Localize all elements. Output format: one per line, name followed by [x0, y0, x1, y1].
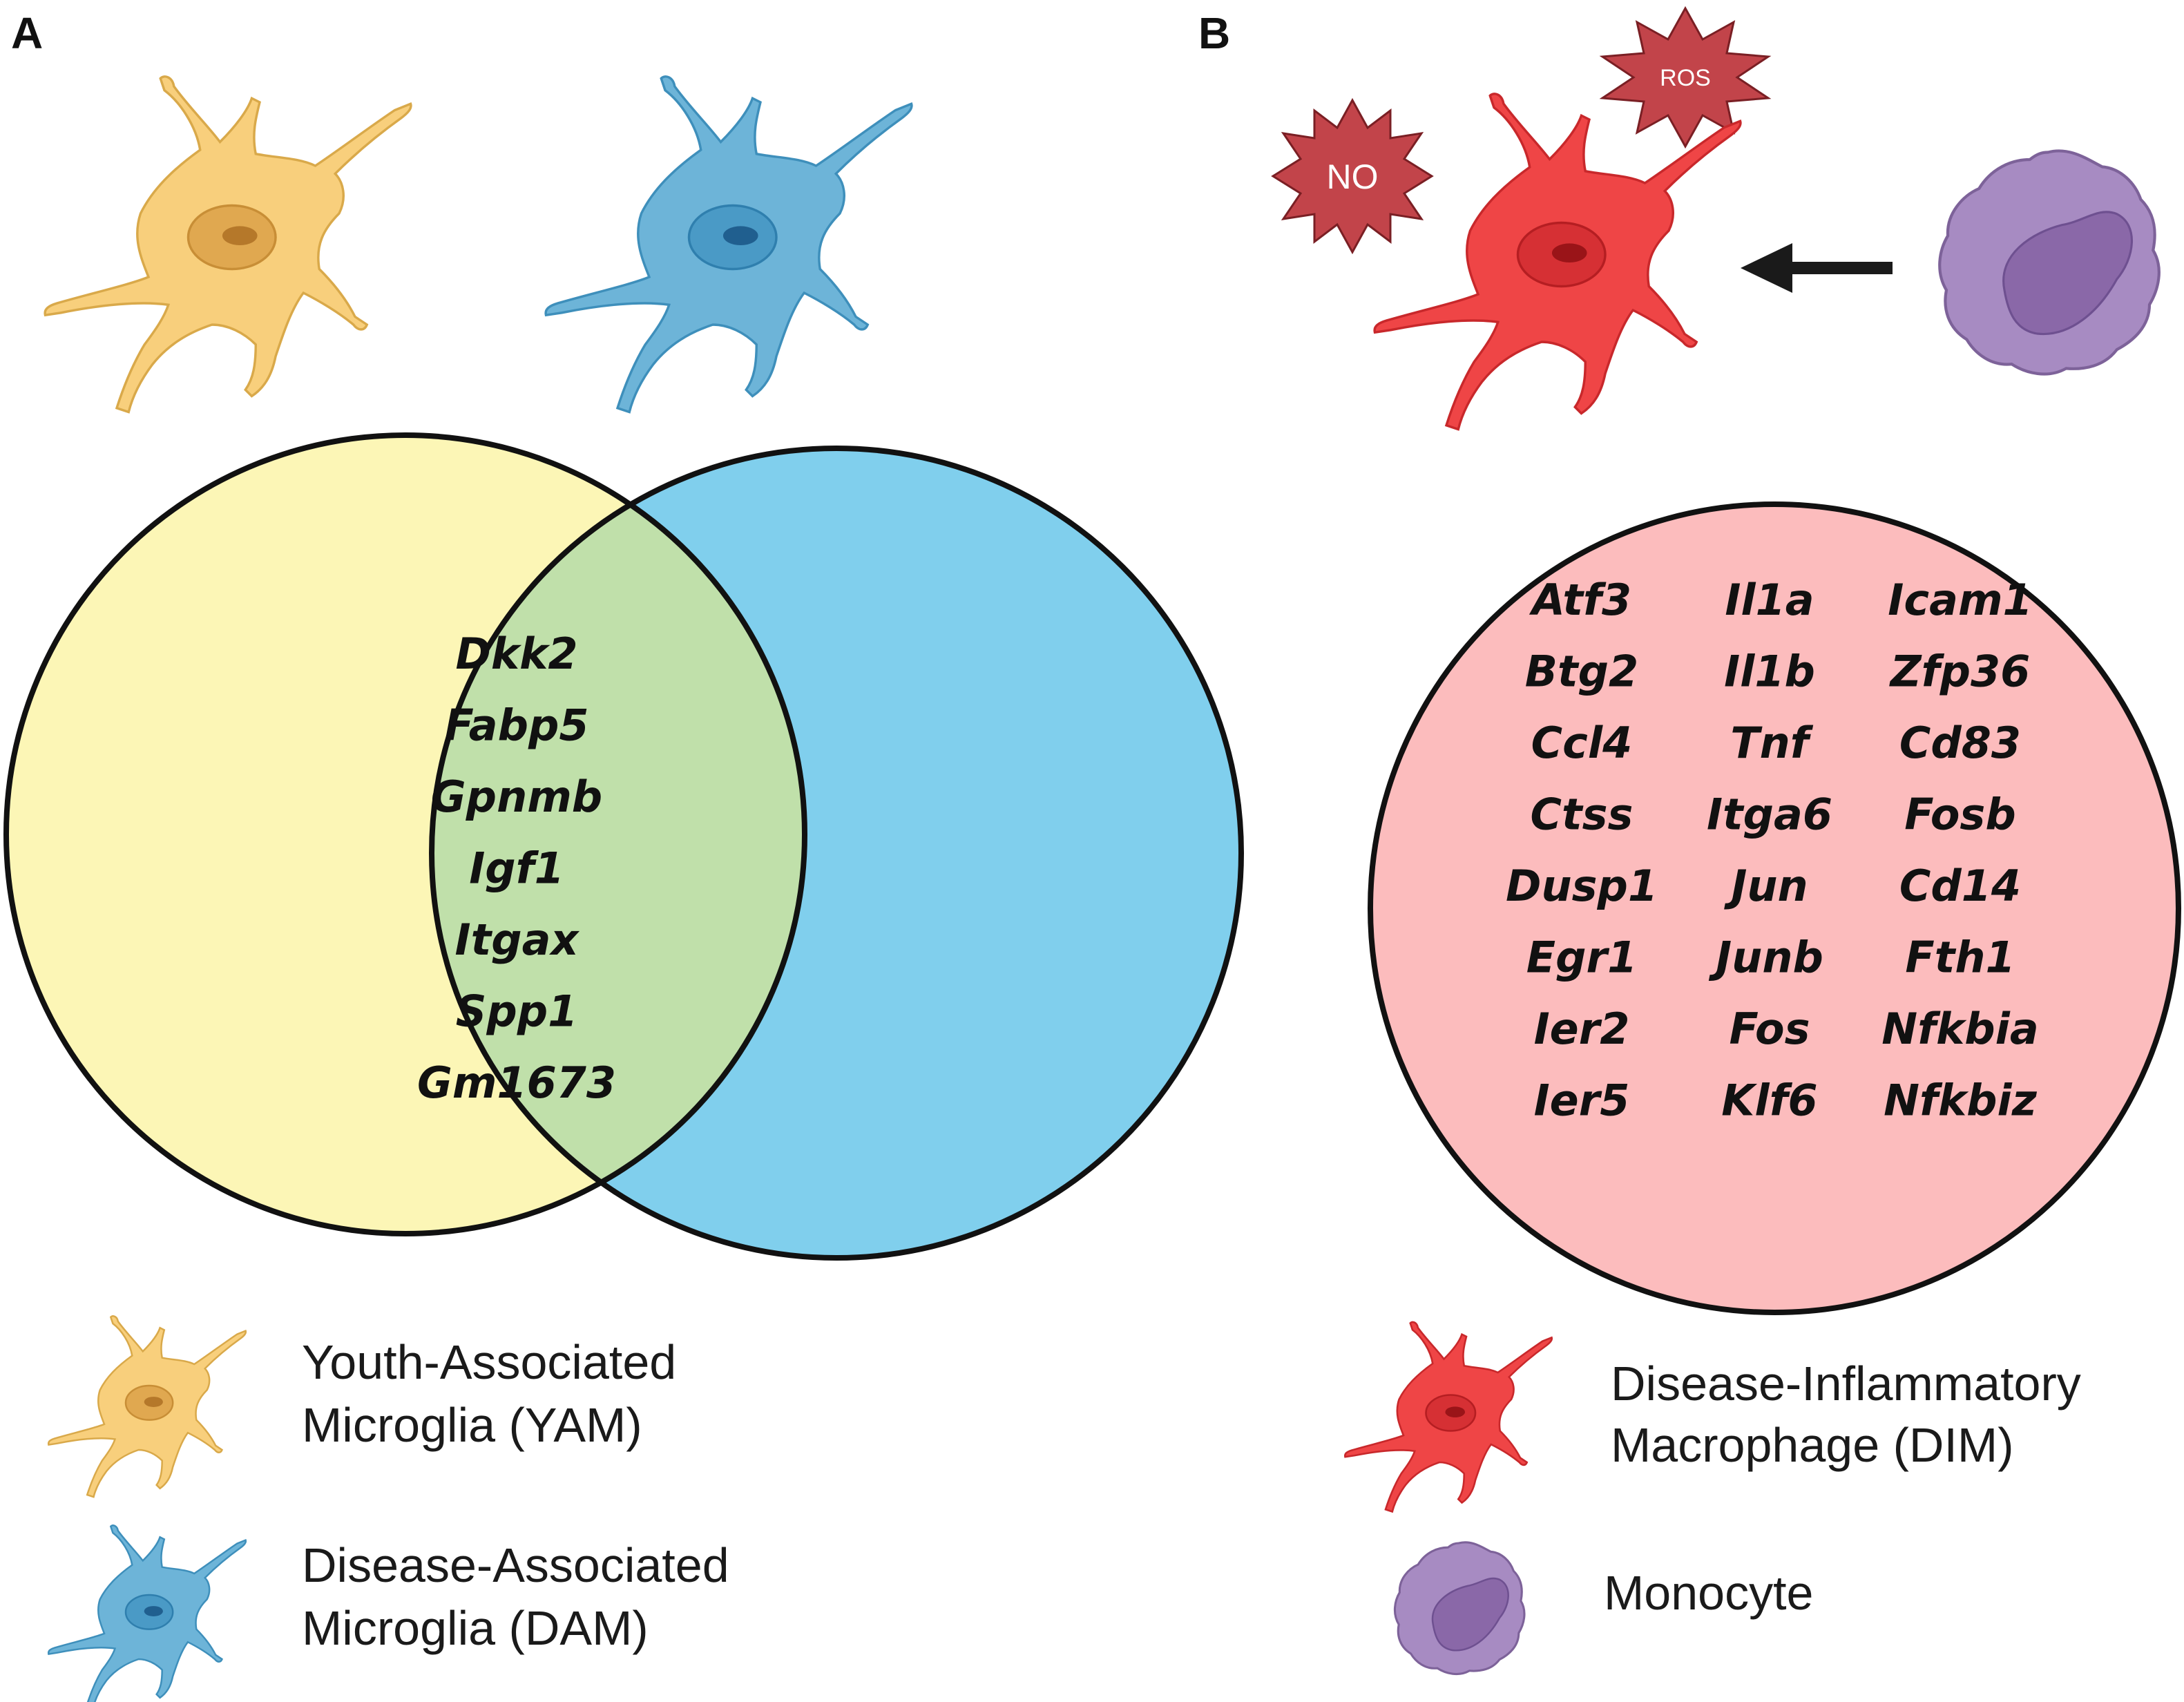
dim-gene: Atf3 [1529, 575, 1631, 625]
legend-dim-line2: Macrophage (DIM) [1611, 1418, 2014, 1472]
legend-yam-line1: Youth-Associated [302, 1335, 676, 1389]
legend-dam-line2: Microglia (DAM) [302, 1601, 649, 1655]
dim-gene: Junb [1708, 933, 1823, 983]
ros-starburst-icon: ROS [1599, 6, 1772, 149]
dim-gene: Ier5 [1534, 1075, 1630, 1126]
dim-gene: Jun [1723, 861, 1808, 911]
dim-gene: Tnf [1730, 718, 1813, 768]
legend-dim-icon [1343, 1321, 1553, 1513]
dim-gene: Itga6 [1707, 790, 1832, 840]
dim-gene: Il1b [1724, 647, 1815, 697]
dam-circle-outline [429, 446, 1244, 1261]
no-starburst-icon: NO [1271, 97, 1434, 255]
yam-circle-outline [3, 432, 807, 1236]
monocyte-icon [1939, 151, 2159, 374]
dim-gene: Ccl4 [1531, 718, 1633, 768]
dim-gene: Fosb [1904, 790, 2015, 840]
legend-monocyte-icon [1393, 1541, 1526, 1676]
dim-gene: Fth1 [1905, 933, 2015, 983]
panel-label-b: B [1198, 8, 1230, 58]
dim-gene: Ier2 [1534, 1004, 1630, 1054]
ros-label: ROS [1660, 65, 1711, 91]
yam-microglia-icon [44, 75, 412, 414]
dim-gene: Egr1 [1526, 933, 1637, 983]
dim-gene: Cd83 [1899, 718, 2021, 768]
dim-gene: Cd14 [1899, 861, 2021, 911]
shared-gene: Igf1 [469, 843, 564, 894]
shared-gene: Itgax [455, 915, 580, 965]
dam-microglia-icon [544, 75, 913, 414]
dim-gene: Nfkbia [1881, 1004, 2039, 1054]
legend-dam-line1: Disease-Associated [302, 1538, 729, 1592]
legend-yam-icon [47, 1315, 247, 1498]
legend-yam-line2: Microglia (YAM) [302, 1398, 642, 1452]
dim-gene: Il1a [1725, 575, 1814, 625]
dim-gene: Dusp1 [1506, 861, 1658, 911]
no-label: NO [1327, 157, 1379, 196]
shared-gene: Gpnmb [431, 772, 602, 822]
dim-gene: Nfkbiz [1884, 1075, 2038, 1126]
legend-dim-line1: Disease-Inflammatory [1611, 1357, 2081, 1411]
panel-label-a: A [11, 8, 43, 58]
dim-gene: Fos [1729, 1004, 1810, 1054]
dim-gene-circle [1368, 501, 2181, 1315]
shared-gene: Spp1 [456, 986, 578, 1037]
shared-gene: Fabp5 [445, 700, 589, 751]
dim-gene: Btg2 [1525, 647, 1638, 697]
dim-gene: Zfp36 [1889, 647, 2031, 697]
legend-dam-icon [47, 1524, 247, 1702]
shared-gene: Dkk2 [455, 629, 577, 679]
dim-gene: Ctss [1531, 790, 1634, 840]
dim-macrophage-icon [1373, 93, 1742, 431]
arrow-icon [1741, 243, 1893, 293]
overlap-region [432, 448, 805, 1234]
dim-gene: Klf6 [1721, 1075, 1817, 1126]
legend-monocyte: Monocyte [1604, 1566, 1813, 1620]
dim-gene: Icam1 [1888, 575, 2032, 625]
shared-gene: Gm1673 [417, 1058, 616, 1108]
